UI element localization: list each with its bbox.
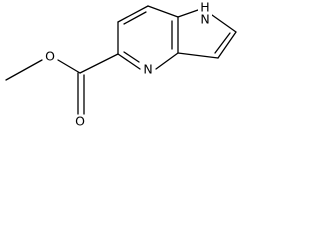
bond-oester-methyl [5,59,43,81]
bond-c2-c3 [217,31,237,59]
bond-c3-c3a [177,52,219,59]
bond-c7-c6-inner [123,11,147,25]
bond-c7-c6 [117,5,149,23]
bond-c7a-n1 [177,9,199,18]
carbonyl-oxygen-label: O [75,114,85,129]
bond-c5-n4-inner [123,51,140,63]
bond-c5-n4 [117,53,141,70]
pyrrole-nitrogen-label: N [200,12,209,27]
bond-n4-c3a [155,52,179,70]
ester-oxygen-label: O [45,49,55,64]
bond-lines [5,5,237,115]
bond-c5-ccarbonyl [79,53,119,74]
bond-c7a-c7 [147,5,179,18]
atom-labels: H N N O O [43,0,212,129]
nh-hydrogen-label: H [200,0,209,15]
bond-c2-c3-inner [214,32,231,54]
pyridine-nitrogen-label: N [143,62,152,77]
bond-n1-c2 [211,14,237,33]
bond-ccarbonyl-oester [57,59,81,74]
chemical-structure-diagram: H N N O O [5,0,237,129]
